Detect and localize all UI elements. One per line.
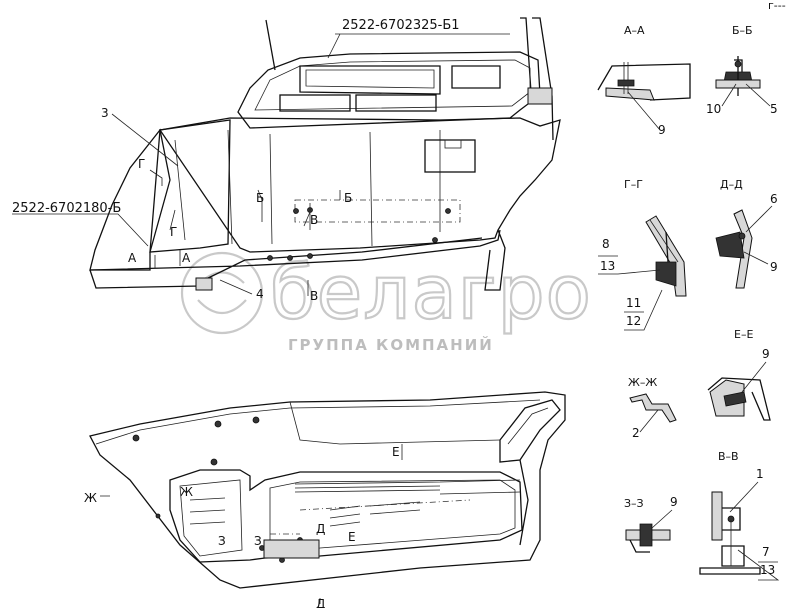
lower-assembly-view <box>89 391 566 604</box>
callout-9-dd: 9 <box>770 260 778 274</box>
rail-fasteners <box>267 237 438 261</box>
section-bb <box>715 56 761 96</box>
watermark: белагро ГРУППА КОМПАНИЙ <box>180 249 592 354</box>
section-gg-title: Г–Г <box>624 178 643 191</box>
view-label-zh: Ж <box>84 491 97 505</box>
corner-mark: г--- <box>768 0 786 12</box>
view-label-g-2: Г <box>170 225 177 239</box>
section-zhzh-title: Ж–Ж <box>628 376 657 389</box>
view-label-z: З <box>218 534 226 548</box>
section-aa <box>597 62 691 101</box>
view-label-g: Г <box>138 157 145 171</box>
part-number-left: 2522-6702180-Б <box>12 201 121 216</box>
section-zhzh <box>629 393 677 423</box>
callout-12: 12 <box>626 314 641 328</box>
callout-13-vv: 13 <box>760 563 775 577</box>
callout-7: 7 <box>762 545 770 559</box>
section-dd-title: Д–Д <box>720 178 743 191</box>
callout-6: 6 <box>770 192 778 206</box>
callout-1: 1 <box>756 467 764 481</box>
upper-assembly-view <box>89 17 561 296</box>
view-label-zh-2: Ж <box>180 485 193 499</box>
section-gg <box>645 215 687 297</box>
view-label-b: Б <box>256 191 264 205</box>
callout-9-zz: 9 <box>670 495 678 509</box>
view-label-d: Д <box>316 522 325 536</box>
view-label-v: В <box>310 213 318 227</box>
section-vv <box>699 491 761 575</box>
callout-2: 2 <box>632 426 640 440</box>
view-label-z-2: З <box>254 534 262 548</box>
callout-11: 11 <box>626 296 641 310</box>
view-label-e-2: Е <box>348 530 356 544</box>
callout-10: 10 <box>706 102 721 116</box>
callout-9-ee: 9 <box>762 347 770 361</box>
callout-5: 5 <box>770 102 778 116</box>
section-dd <box>715 209 753 289</box>
callout-3: 3 <box>101 106 109 120</box>
view-label-a-2: А <box>182 251 191 265</box>
view-label-v-2: В <box>310 289 318 303</box>
part-number-top: 2522-6702325-Б1 <box>342 18 460 33</box>
section-bb-title: Б–Б <box>732 24 753 37</box>
watermark-brand: белагро <box>270 250 592 336</box>
callout-13-gg: 13 <box>600 259 615 273</box>
callout-4: 4 <box>256 287 264 301</box>
view-label-a: А <box>128 251 137 265</box>
view-label-b-2: Б <box>344 191 352 205</box>
callout-9-aa: 9 <box>658 123 666 137</box>
section-ee-title: Е–Е <box>734 328 753 341</box>
view-label-e: Е <box>392 445 400 459</box>
section-ee <box>707 377 771 421</box>
section-zz-title: З–З <box>624 497 644 510</box>
watermark-tagline: ГРУППА КОМПАНИЙ <box>288 335 494 354</box>
section-vv-title: В–В <box>718 450 739 463</box>
section-zz <box>625 523 671 553</box>
callout-8: 8 <box>602 237 610 251</box>
louvres <box>189 479 521 527</box>
section-aa-title: А–А <box>624 24 645 37</box>
view-label-d-2: Д <box>316 597 325 608</box>
